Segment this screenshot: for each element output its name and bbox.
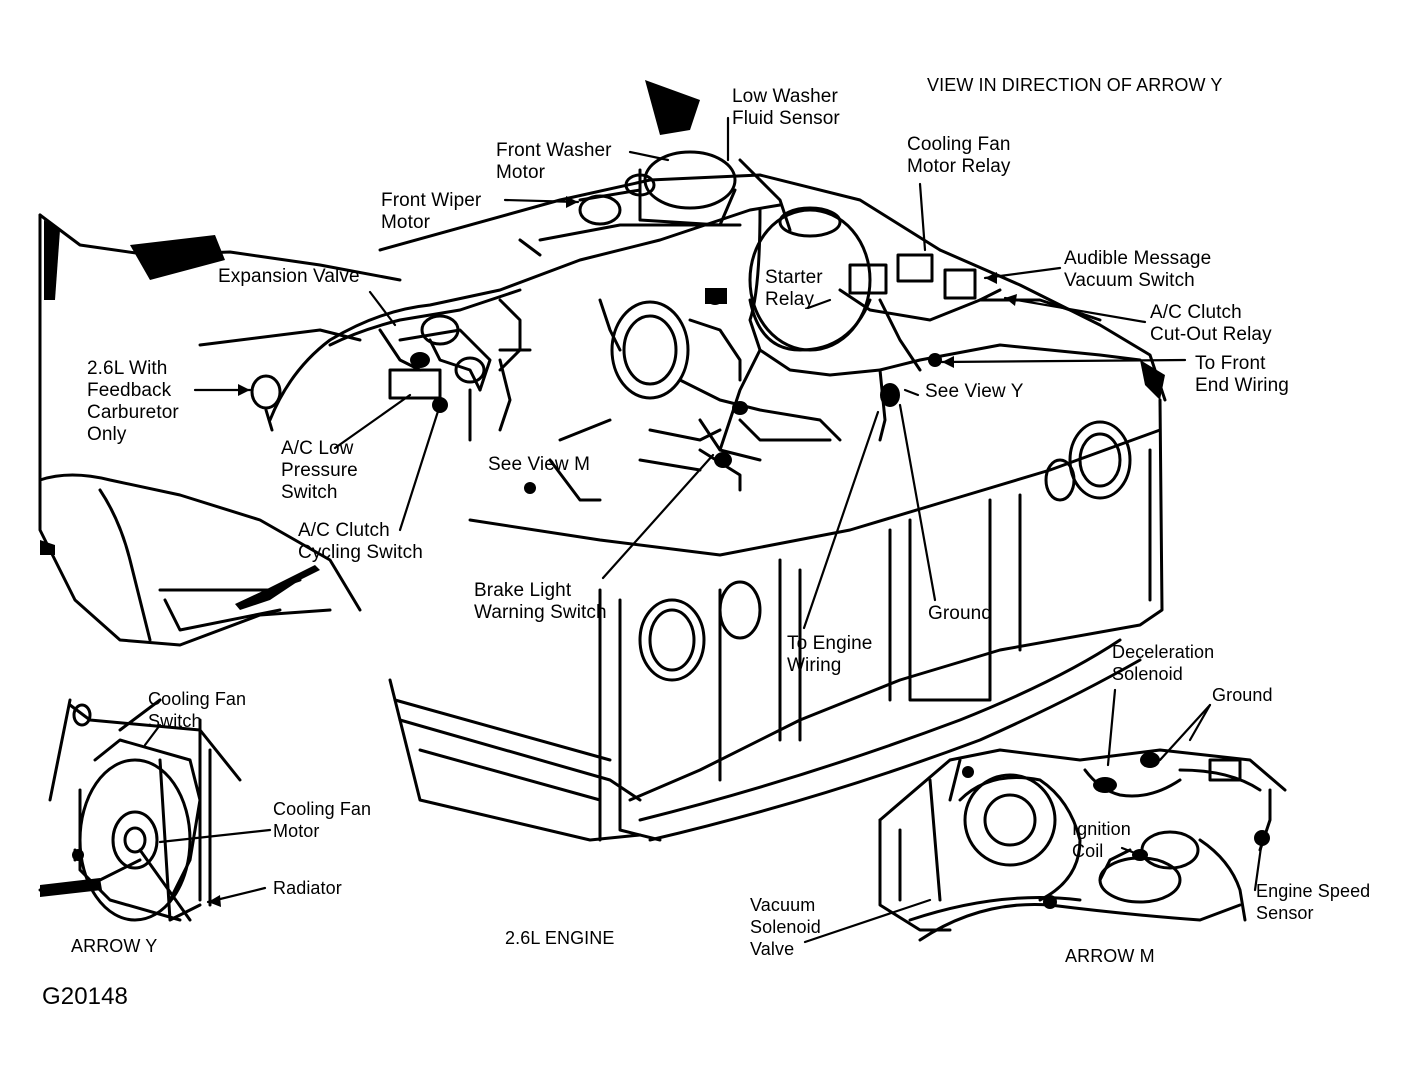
arrow-y-caption: ARROW Y <box>71 936 158 956</box>
ground-label: Ground <box>928 603 992 624</box>
arrow-y-inset <box>38 698 242 922</box>
engine-speed-sensor-label: Engine Speed Sensor <box>1256 881 1371 923</box>
figure-code: G20148 <box>42 983 129 1010</box>
arrow-m-fills <box>962 752 1270 909</box>
cooling-fan-motor-relay-label: Cooling Fan Motor Relay <box>907 134 1011 177</box>
ground-m-label: Ground <box>1212 685 1273 705</box>
expansion-valve-label: Expansion Valve <box>218 266 360 287</box>
ac-low-pressure-switch-label: A/C Low Pressure Switch <box>281 438 358 503</box>
low-washer-fluid-sensor-label: Low Washer Fluid Sensor <box>732 86 840 129</box>
ac-clutch-cycling-switch-label: A/C Clutch Cycling Switch <box>298 520 423 563</box>
headlights <box>638 420 1132 682</box>
arrow-y-fills <box>40 849 221 907</box>
arrow-m-leaders <box>803 688 1264 944</box>
see-view-m-label: See View M <box>488 454 591 475</box>
ac-clutch-cutout-relay-label: A/C Clutch Cut-Out Relay <box>1150 302 1272 345</box>
feedback-carburetor-label: 2.6L With Feedback Carburetor Only <box>87 358 179 445</box>
radiator-label: Radiator <box>273 878 342 898</box>
component-fills <box>410 288 942 494</box>
front-wiper-motor-label: Front Wiper Motor <box>381 190 482 233</box>
body-shading <box>40 80 1165 610</box>
arrow-m-caption: ARROW M <box>1065 946 1155 966</box>
view-title: VIEW IN DIRECTION OF ARROW Y <box>927 75 1223 95</box>
vacuum-solenoid-valve-label: Vacuum Solenoid Valve <box>750 895 821 959</box>
engine-components <box>250 150 1142 502</box>
see-view-y-label: See View Y <box>925 381 1024 402</box>
front-washer-motor-label: Front Washer Motor <box>496 140 612 183</box>
leader-arrowheads-main <box>238 196 1017 396</box>
audible-message-vacuum-switch-label: Audible Message Vacuum Switch <box>1064 248 1212 291</box>
to-front-end-wiring-label: To Front End Wiring <box>1195 353 1289 396</box>
cooling-fan-motor-label: Cooling Fan Motor <box>273 799 372 841</box>
cooling-fan-switch-label: Cooling Fan Switch <box>148 689 247 731</box>
deceleration-solenoid-label: Deceleration Solenoid <box>1112 642 1215 684</box>
ignition-coil-label: Ignition Coil <box>1072 819 1131 861</box>
brake-light-warning-switch-label: Brake Light Warning Switch <box>474 580 607 623</box>
vehicle-body <box>38 173 1167 842</box>
engine-caption: 2.6L ENGINE <box>505 928 615 948</box>
starter-relay-label: Starter Relay <box>765 267 823 310</box>
to-engine-wiring-label: To Engine Wiring <box>787 633 873 676</box>
